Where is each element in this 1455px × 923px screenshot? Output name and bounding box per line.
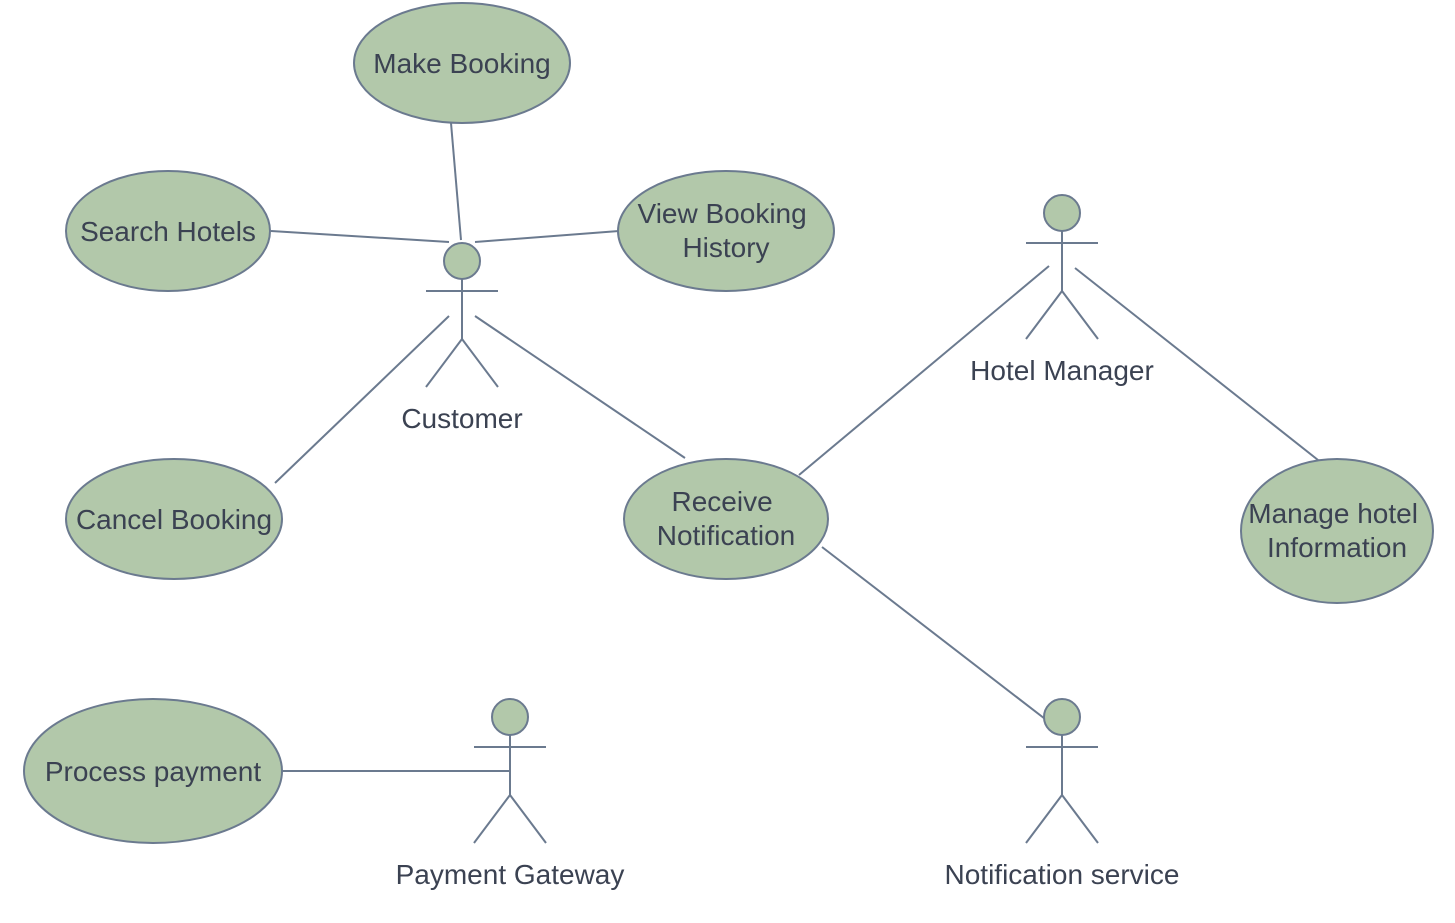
use-case-label-line: History — [682, 232, 769, 263]
use-case-shape — [617, 170, 835, 292]
use-case-shape — [623, 458, 829, 580]
use-case-label-line: Information — [1267, 532, 1407, 563]
actor-left-leg — [1025, 794, 1063, 844]
actor-left-leg — [473, 794, 511, 844]
use-case-label: Cancel Booking — [76, 504, 272, 535]
use-case-label-line: Cancel Booking — [76, 504, 272, 535]
use-case-label: Manage hotel Information — [1248, 498, 1425, 563]
actor-label: Notification service — [945, 859, 1180, 890]
use-case-view-booking-history[interactable]: View Booking History — [617, 170, 835, 292]
actor-head — [443, 242, 481, 280]
assoc-hotel-manager-receive-notification — [798, 265, 1050, 476]
actor-head — [1043, 698, 1081, 736]
actor-head — [491, 698, 529, 736]
actor-right-leg — [509, 794, 547, 844]
assoc-customer-receive-notification — [474, 315, 686, 459]
assoc-customer-search-hotels — [270, 230, 450, 243]
use-case-cancel-booking[interactable]: Cancel Booking — [65, 458, 283, 580]
assoc-customer-cancel-booking — [274, 315, 450, 484]
use-case-label: Search Hotels — [80, 216, 256, 247]
actor-right-leg — [1061, 290, 1099, 340]
actor-left-leg — [425, 338, 463, 388]
associations — [270, 122, 1319, 772]
use-case-label-line: Search Hotels — [80, 216, 256, 247]
use-case-label: Process payment — [45, 756, 262, 787]
use-case-manage-hotel-information[interactable]: Manage hotel Information — [1240, 458, 1434, 604]
actor-right-leg — [1061, 794, 1099, 844]
assoc-hotel-manager-manage-hotel-information — [1074, 267, 1319, 461]
use-case-label-line: View Booking — [638, 198, 807, 229]
assoc-notification-service-receive-notification — [821, 546, 1050, 723]
actor-label: Hotel Manager — [970, 355, 1154, 386]
actor-label: Payment Gateway — [396, 859, 625, 890]
use-case-process-payment[interactable]: Process payment — [23, 698, 283, 844]
use-case-make-booking[interactable]: Make Booking — [353, 2, 571, 124]
use-case-label-line: Make Booking — [373, 48, 550, 79]
assoc-customer-view-booking-history — [474, 230, 620, 243]
actor-left-leg — [1025, 290, 1063, 340]
use-case-shape — [353, 2, 571, 124]
actor-head — [1043, 194, 1081, 232]
use-case-label: View Booking History — [638, 198, 815, 263]
use-case-receive-notification[interactable]: Receive Notification — [623, 458, 829, 580]
actor-right-leg — [461, 338, 499, 388]
use-case-label-line: Process payment — [45, 756, 262, 787]
actor-customer[interactable]: Customer — [401, 242, 523, 434]
assoc-customer-make-booking — [450, 122, 462, 241]
use-case-label: Make Booking — [373, 48, 550, 79]
use-case-search-hotels[interactable]: Search Hotels — [65, 170, 271, 292]
use-case-label-line: Notification — [657, 520, 796, 551]
use-case-label: Receive Notification — [657, 486, 796, 551]
actor-notification-service[interactable]: Notification service — [945, 698, 1180, 890]
use-case-label-line: Receive — [672, 486, 773, 517]
use-case-shape — [1240, 458, 1434, 604]
actor-payment-gateway[interactable]: Payment Gateway — [396, 698, 625, 890]
actor-hotel-manager[interactable]: Hotel Manager — [970, 194, 1154, 386]
use-case-shape — [65, 170, 271, 292]
use-case-label-line: Manage hotel — [1248, 498, 1418, 529]
use-case-shape — [23, 698, 283, 844]
actor-label: Customer — [401, 403, 522, 434]
use-case-shape — [65, 458, 283, 580]
